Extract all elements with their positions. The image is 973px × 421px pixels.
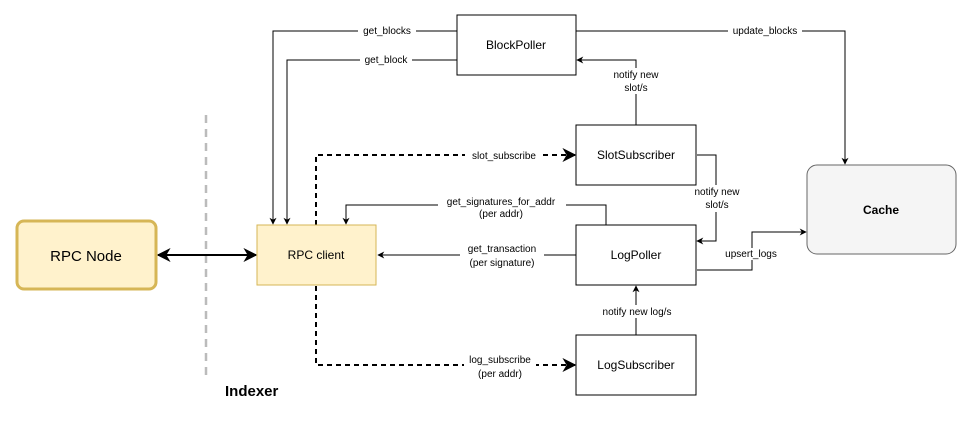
log-subscriber[interactable]: LogSubscriber	[575, 334, 697, 396]
get-transaction-sub-label: (per signature)	[469, 258, 534, 269]
rpc-client[interactable]: RPC client	[256, 224, 377, 286]
notify-slot-label-2b: slot/s	[705, 200, 728, 211]
block-poller[interactable]: BlockPoller	[456, 14, 577, 76]
get-signatures-label: get_signatures_for_addr	[447, 197, 556, 208]
log-poller[interactable]: LogPoller	[575, 224, 697, 286]
rpc-client-label: RPC client	[288, 248, 345, 262]
update-blocks-label: update_blocks	[733, 26, 798, 37]
notify-log-label: notify new log/s	[603, 307, 672, 318]
get-transaction-label: get_transaction	[468, 244, 536, 255]
update-blocks-edge	[576, 30, 849, 165]
slot-subscriber-label: SlotSubscriber	[597, 148, 675, 162]
rpc-node-label: RPC Node	[50, 248, 122, 265]
rpc-node[interactable]: RPC Node	[15, 219, 158, 291]
cache[interactable]: Cache	[806, 164, 957, 255]
upsert-logs-label: upsert_logs	[725, 249, 777, 260]
get-block-label: get_block	[365, 55, 409, 66]
notify-slot-label-1b: slot/s	[624, 83, 647, 94]
cache-label: Cache	[863, 203, 899, 217]
log-poller-label: LogPoller	[611, 248, 662, 262]
indexer-label: Indexer	[225, 383, 279, 400]
slot-subscribe-label: slot_subscribe	[472, 151, 536, 162]
log-subscribe-label: log_subscribe	[469, 355, 531, 366]
get-blocks-label: get_blocks	[363, 26, 411, 37]
slot-subscriber[interactable]: SlotSubscriber	[575, 124, 697, 186]
block-poller-label: BlockPoller	[486, 38, 546, 52]
notify-slot-to-blockpoller-edge	[576, 56, 637, 125]
log-subscribe-edge	[315, 286, 577, 372]
notify-slot-label-2: notify new	[694, 187, 740, 198]
get-signatures-sub-label: (per addr)	[479, 209, 523, 220]
notify-slot-label-1: notify new	[613, 70, 659, 81]
get-block-edge	[283, 59, 457, 225]
log-subscribe-sub-label: (per addr)	[478, 369, 522, 380]
log-subscriber-label: LogSubscriber	[597, 358, 674, 372]
